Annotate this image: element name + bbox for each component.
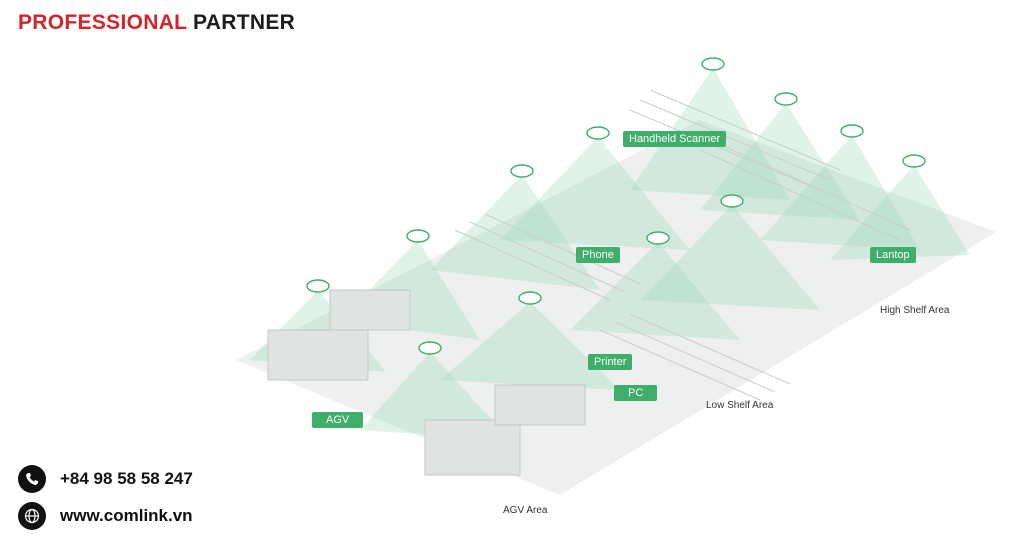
access-point-icon [701,57,725,71]
label-agv-area: AGV Area [503,505,548,516]
tag-handheld-scanner: Handheld Scanner [623,131,727,147]
label-low-shelf-area: Low Shelf Area [706,400,774,411]
access-point-icon [774,92,798,106]
coverage-cone [640,205,820,310]
website-url[interactable]: www.comlink.vn [60,506,193,525]
pallet-stacks [267,289,586,476]
tag-printer: Printer [588,354,633,370]
contact-phone: +84 98 58 58 247 [18,465,193,493]
shelf-rack [629,89,841,191]
warehouse-floor [236,120,996,495]
coverage-cone [360,352,510,440]
brand-word-partner: PARTNER [193,11,296,34]
brand-title: PROFESSIONAL PARTNER [18,11,295,35]
access-point-icon [510,164,534,178]
tag-phone: Phone [576,247,620,263]
access-point-icon [902,154,926,168]
pallet-stack [424,419,521,476]
access-point-icon [306,279,330,293]
phone-number: +84 98 58 58 247 [60,469,193,488]
tag-pc: PC [614,385,658,401]
globe-icon [18,502,46,530]
shelf-rack [454,213,641,301]
pallet-stack [267,329,369,381]
tag-agv: AGV [312,412,364,428]
contact-website: www.comlink.vn [18,502,193,530]
access-point-icon [720,194,744,208]
access-point-icon [406,229,430,243]
coverage-cone [830,165,970,260]
access-point-icon [418,341,442,355]
shelf-racks [454,89,911,401]
coverage-cone [760,135,920,250]
access-point-icon [518,291,542,305]
label-high-shelf-area: High Shelf Area [880,305,950,316]
pallet-stack [494,384,586,426]
pallet-stack [329,289,411,331]
tag-laptop: Lantop [870,247,916,263]
access-points [306,57,926,355]
shelf-rack [699,139,911,241]
shelf-rack [599,313,791,401]
phone-icon [18,465,46,493]
access-point-icon [646,231,670,245]
access-point-icon [586,126,610,140]
coverage-cone [500,137,690,250]
access-point-icon [840,124,864,138]
coverage-cone [700,103,860,220]
brand-word-professional: PROFESSIONAL [18,11,187,34]
coverage-cone [440,302,620,390]
coverage-cone [570,242,740,340]
